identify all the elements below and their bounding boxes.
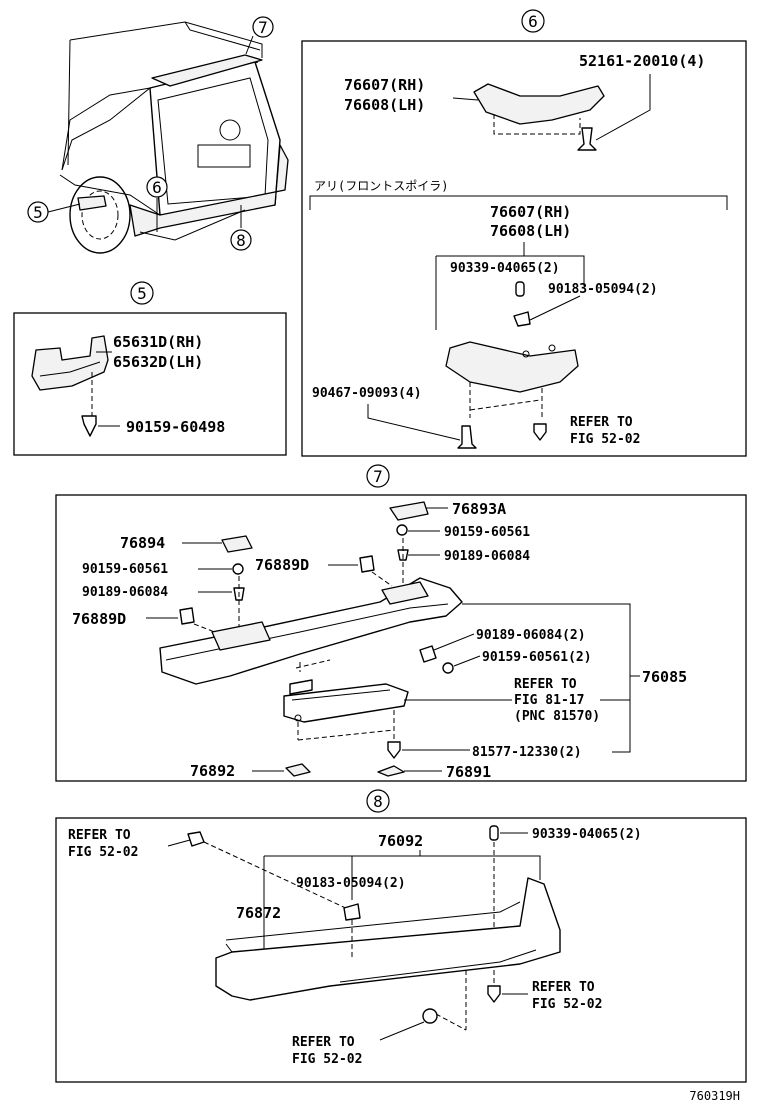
panel6-rivet-label: 90467-09093(4) bbox=[312, 386, 422, 401]
panel-5-frame bbox=[13, 312, 287, 456]
panel7-screw-c-icon bbox=[442, 662, 454, 674]
callout-8 bbox=[230, 229, 252, 251]
panel7-pad-l-icon bbox=[285, 763, 311, 777]
panel-5: 5 65631D(RH) 65632D(LH) 90159-60498 bbox=[13, 281, 287, 456]
callout-6-label: 6 bbox=[152, 178, 162, 197]
panel7-clip-b-label: 90189-06084 bbox=[82, 585, 168, 600]
panel7-screw-c-label: 90159-60561(2) bbox=[482, 650, 592, 665]
panel8-assy-label: 76092 bbox=[378, 832, 423, 850]
panel7-bracket-l-icon bbox=[179, 607, 195, 625]
panel6-pin-label: 90339-04065(2) bbox=[450, 261, 560, 276]
overview-roof-spoiler bbox=[151, 54, 263, 87]
panel7-clip-a-label: 90189-06084 bbox=[444, 549, 530, 564]
panel-7-number: 7 bbox=[373, 467, 383, 486]
vehicle-overview: 7 5 6 8 bbox=[27, 16, 289, 254]
overview-mudguard bbox=[77, 195, 107, 211]
panel6-clip-icon bbox=[577, 127, 597, 151]
panel6-mudguard-upper bbox=[473, 83, 605, 125]
panel8-nut-label: 90183-05094(2) bbox=[296, 876, 406, 891]
panel8-refer-c-line2: FIG 52-02 bbox=[292, 1052, 362, 1067]
panel-8-frame bbox=[55, 817, 747, 1083]
panel5-bolt-label: 90159-60498 bbox=[126, 418, 225, 436]
panel-8: 8 REFER TO FIG 52-02 76092 90339-04065(2… bbox=[55, 789, 747, 1083]
panel8-refer-b-bolt-icon bbox=[487, 985, 501, 1003]
callout-6 bbox=[146, 176, 168, 198]
panel5-part-lh: 65632D(LH) bbox=[113, 353, 203, 371]
panel-5-number: 5 bbox=[137, 284, 147, 303]
panel-6: 6 76607(RH) 76608(LH) 52161-20010(4) アリ(… bbox=[301, 9, 747, 457]
panel6-mudguard-lower bbox=[445, 341, 579, 393]
panel7-bracket-l-label: 76889D bbox=[72, 610, 126, 628]
panel8-refer-b-line1: REFER TO bbox=[532, 980, 595, 995]
panel7-screw-b-label: 90159-60561 bbox=[82, 562, 168, 577]
panel7-cover-a-icon bbox=[389, 501, 429, 521]
panel6-part-76607-rh-2: 76607(RH) bbox=[490, 203, 571, 221]
panel6-pin-icon bbox=[515, 281, 525, 297]
panel7-screw-b-icon bbox=[232, 563, 244, 575]
panel6-refer-line1: REFER TO bbox=[570, 415, 633, 430]
panel6-part-76607-rh: 76607(RH) bbox=[344, 76, 425, 94]
panel6-nut-icon bbox=[513, 311, 531, 327]
panel-8-number: 8 bbox=[373, 792, 383, 811]
panel7-roof-spoiler bbox=[159, 577, 463, 685]
overview-rear-bumper bbox=[129, 144, 289, 237]
panel7-bracket-r-icon bbox=[359, 555, 375, 573]
panel7-pad-r-label: 76891 bbox=[446, 763, 491, 781]
panel7-screw-a-label: 90159-60561 bbox=[444, 525, 530, 540]
panel7-spoiler-pad-l bbox=[211, 621, 271, 651]
panel8-refer-a-line1: REFER TO bbox=[68, 828, 131, 843]
panel-6-number: 6 bbox=[528, 12, 538, 31]
panel7-bolt-label: 81577-12330(2) bbox=[472, 745, 582, 760]
panel7-clip-c-label: 90189-06084(2) bbox=[476, 628, 586, 643]
panel7-cover-a-label: 76893A bbox=[452, 500, 506, 518]
panel8-refer-c-line1: REFER TO bbox=[292, 1035, 355, 1050]
panel7-cover-b-icon bbox=[221, 535, 253, 553]
panel-6-frame bbox=[301, 40, 747, 457]
panel5-bolt-icon bbox=[81, 415, 97, 437]
panel7-clip-c-icon bbox=[419, 645, 437, 663]
panel8-refer-a-line2: FIG 52-02 bbox=[68, 845, 138, 860]
panel5-mudguard-icon bbox=[31, 335, 109, 391]
panel6-part-76608-lh: 76608(LH) bbox=[344, 96, 425, 114]
panel8-refer-b-line2: FIG 52-02 bbox=[532, 997, 602, 1012]
panel7-spoiler-pad-r bbox=[381, 581, 429, 605]
panel8-refer-c-clip-icon bbox=[422, 1008, 438, 1024]
panel7-pad-l-label: 76892 bbox=[190, 762, 235, 780]
panel8-part-label: 76872 bbox=[236, 904, 281, 922]
panel6-note: アリ(フロントスポイラ) bbox=[314, 179, 448, 193]
panel7-cover-b-label: 76894 bbox=[120, 534, 165, 552]
panel7-pad-r-icon bbox=[377, 765, 405, 777]
panel7-refer-line3: (PNC 81570) bbox=[514, 709, 600, 724]
panel6-rivet-icon bbox=[457, 425, 477, 449]
panel6-bolt-icon bbox=[533, 423, 547, 441]
callout-5-label: 5 bbox=[33, 203, 43, 222]
panel7-refer-line1: REFER TO bbox=[514, 677, 577, 692]
diagram-id: 760319H bbox=[689, 1089, 740, 1103]
panel8-rear-bumper bbox=[215, 877, 561, 1001]
panel6-part-76608-lh-2: 76608(LH) bbox=[490, 222, 571, 240]
panel7-screw-a-icon bbox=[396, 524, 408, 536]
panel5-part-rh: 65631D(RH) bbox=[113, 333, 203, 351]
panel-7: 7 76893A 90159-60561 90189-06084 76894 9… bbox=[55, 464, 747, 782]
panel8-nut-icon bbox=[343, 903, 361, 921]
callout-7-label: 7 bbox=[258, 18, 268, 37]
panel6-refer-line2: FIG 52-02 bbox=[570, 432, 640, 447]
panel-7-frame bbox=[55, 494, 747, 782]
panel6-clip-label: 52161-20010(4) bbox=[579, 52, 705, 70]
callout-8-label: 8 bbox=[236, 231, 246, 250]
panel7-bolt-icon bbox=[387, 741, 401, 759]
panel7-stop-lamp bbox=[283, 683, 409, 723]
panel8-pin-label: 90339-04065(2) bbox=[532, 827, 642, 842]
panel8-pin-icon bbox=[489, 825, 499, 841]
callout-5 bbox=[27, 201, 49, 223]
callout-7 bbox=[252, 16, 274, 38]
panel7-assy-label: 76085 bbox=[642, 668, 687, 686]
panel7-bracket-r-label: 76889D bbox=[255, 556, 309, 574]
panel6-nut-label: 90183-05094(2) bbox=[548, 282, 658, 297]
panel8-refer-a-bolt-icon bbox=[187, 831, 205, 847]
panel7-refer-line2: FIG 81-17 bbox=[514, 693, 584, 708]
